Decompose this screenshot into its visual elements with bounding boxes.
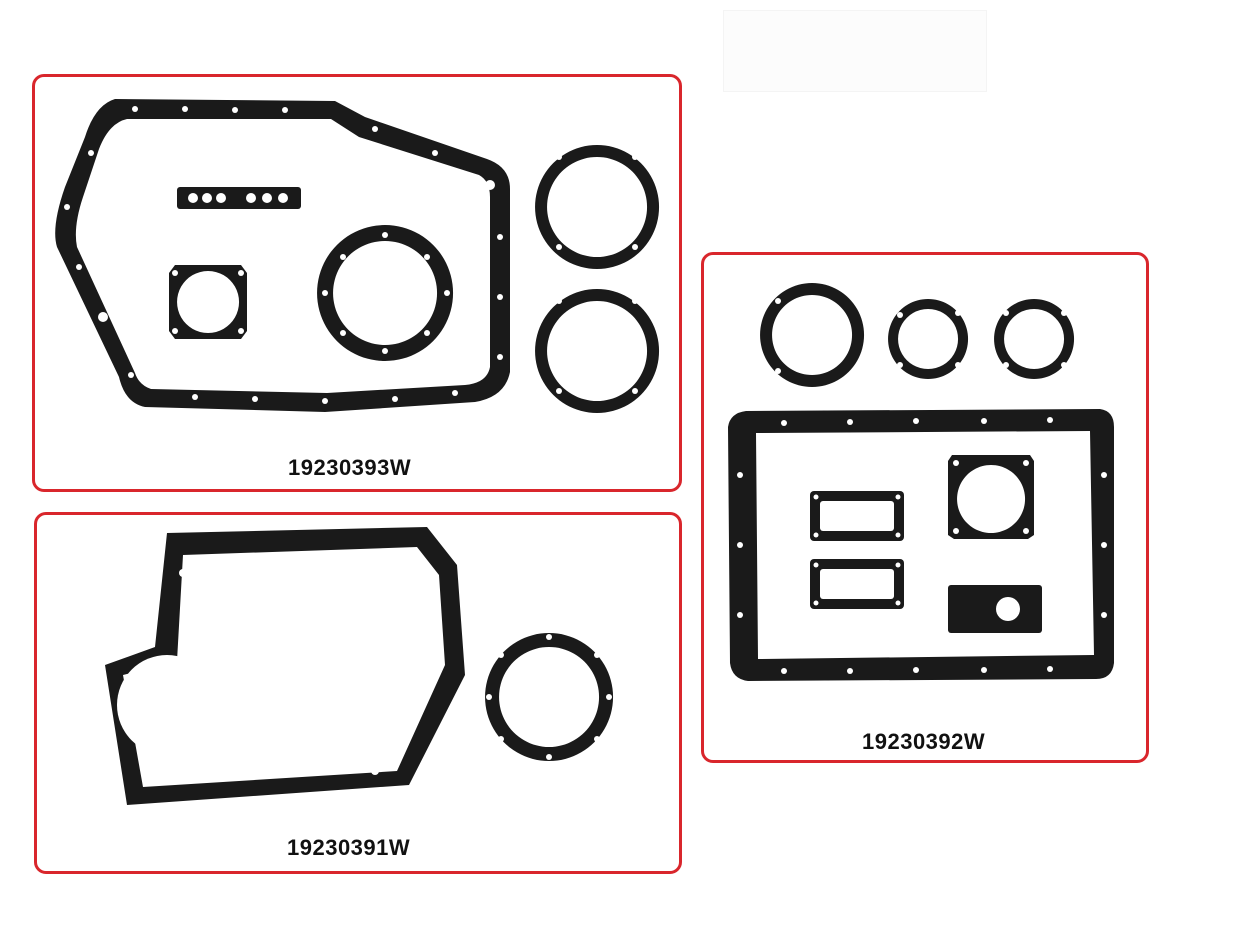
- ring-gasket-lower: [535, 289, 660, 413]
- gasket-kit-19230391w[interactable]: 19230391W: [34, 512, 682, 874]
- housing-gasket: [105, 527, 465, 805]
- gasket-set-illustration: [105, 527, 614, 805]
- gasket-set-illustration: [728, 283, 1114, 681]
- cover-plate-gasket: [948, 585, 1042, 633]
- square-flange-gasket: [948, 455, 1034, 539]
- gasket-set-illustration: [55, 99, 660, 413]
- pan-gasket: [728, 409, 1114, 681]
- gasket-kit-19230393w[interactable]: 19230393W: [32, 74, 682, 492]
- bolt-ring-gasket: [485, 633, 614, 761]
- kit-part-number: 19230393W: [288, 455, 412, 480]
- round-flange-gasket: [317, 225, 454, 361]
- kit-part-number: 19230391W: [287, 835, 411, 860]
- cover-gasket: [55, 99, 510, 412]
- strip-gasket: [177, 187, 301, 209]
- square-flange-gasket: [169, 265, 247, 339]
- faded-background-artifact: [723, 10, 987, 92]
- gasket-kit-19230392w[interactable]: 19230392W: [701, 252, 1149, 763]
- ring-gasket-upper: [535, 145, 660, 269]
- kit-part-number: 19230392W: [862, 729, 986, 754]
